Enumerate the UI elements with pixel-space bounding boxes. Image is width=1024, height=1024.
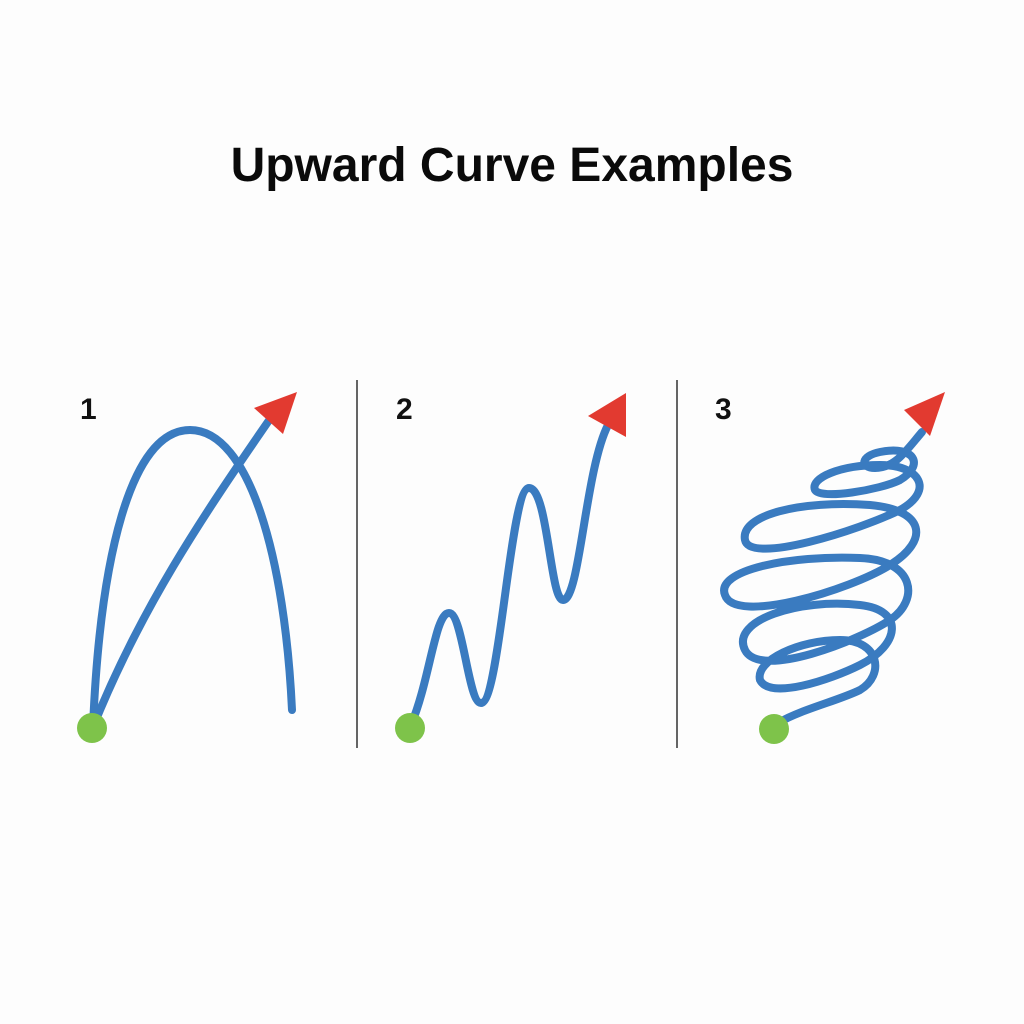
- panel-1-curve: [89, 412, 296, 731]
- panel-3-start-dot: [759, 714, 789, 744]
- panel-3-arrow-head: [904, 392, 945, 436]
- panel-2-curve: [407, 421, 612, 729]
- panel-2-start-dot: [395, 713, 425, 743]
- diagram-title: Upward Curve Examples: [230, 139, 794, 192]
- panel-1-arrow-head: [254, 392, 297, 434]
- panel-2-arrow-head: [588, 393, 626, 437]
- panel-2-number: 2: [396, 393, 413, 426]
- panel-3-curve: [720, 428, 926, 726]
- panel-1-number: 1: [80, 393, 97, 426]
- panel-1-start-dot: [77, 713, 107, 743]
- panel-3-number: 3: [715, 393, 732, 426]
